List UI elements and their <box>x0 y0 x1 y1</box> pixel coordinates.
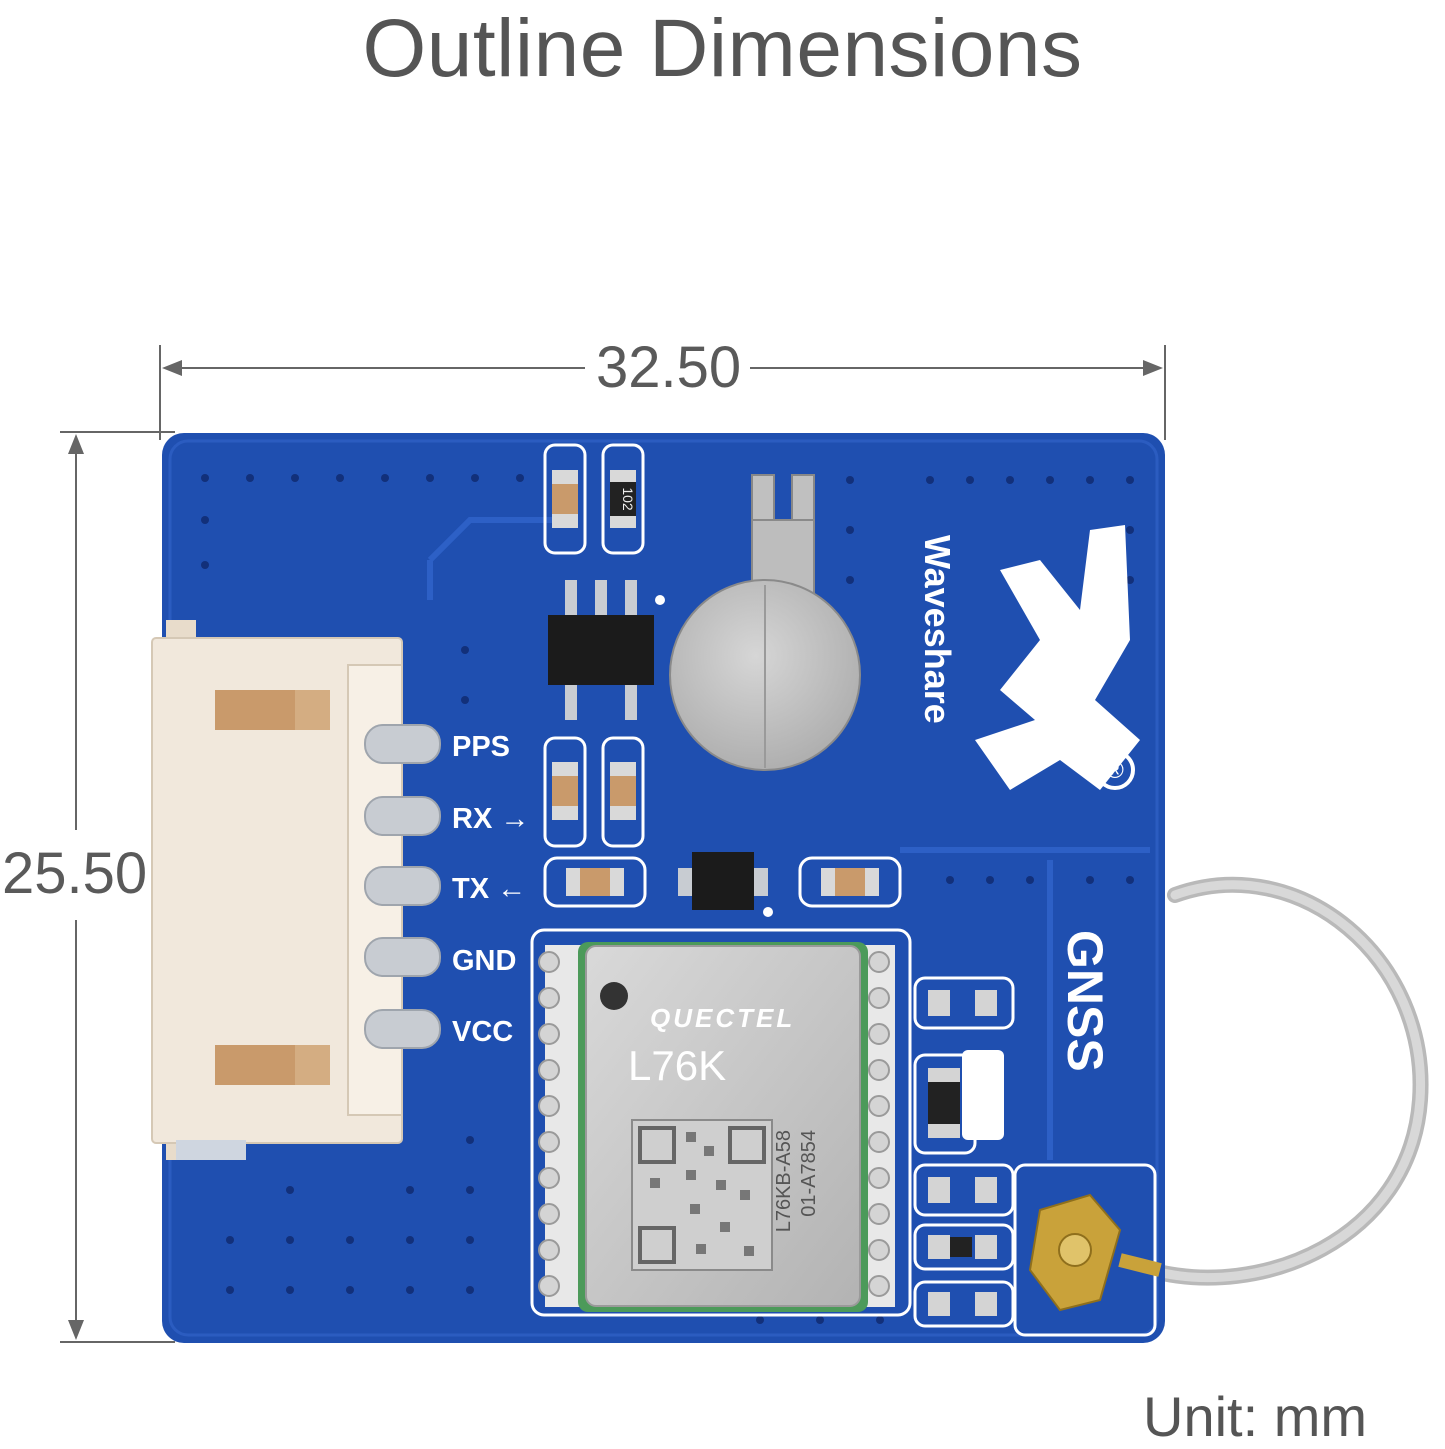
pin-label-tx: TX ← <box>452 873 526 905</box>
module-code-1: L76KB-A58 <box>773 1130 795 1232</box>
smd-resistor-top: 102 <box>601 443 645 555</box>
height-dimension-label: 25.50 <box>2 841 148 906</box>
width-dimension <box>159 345 1166 440</box>
backup-battery <box>669 474 861 771</box>
pin-label-gnd: GND <box>452 945 516 977</box>
ufl-connector <box>1013 1163 1162 1337</box>
smd-capacitor-top-left <box>543 443 587 555</box>
smd-capacitor-mid-1 <box>543 736 587 848</box>
waveshare-logo: ® <box>975 525 1140 790</box>
gnss-module <box>530 928 912 1317</box>
unit-label: Unit: mm <box>1143 1385 1367 1448</box>
pin-label-pps: PPS <box>452 731 510 763</box>
pin-label-vcc: VCC <box>452 1016 513 1048</box>
module-model: L76K <box>628 1042 726 1089</box>
smd-capacitor-horizontal-1 <box>543 856 647 908</box>
qr-code <box>631 1119 773 1271</box>
resistor-code: 102 <box>620 487 636 511</box>
module-code-2: 01-A7854 <box>798 1130 820 1217</box>
via-dots <box>201 474 1134 1324</box>
gnss-label: GNSS <box>1057 930 1113 1072</box>
width-dimension-label: 32.50 <box>596 335 742 400</box>
registered-mark: ® <box>1106 757 1124 784</box>
diode <box>678 852 773 917</box>
module-brand: QUECTEL <box>650 1003 795 1033</box>
antenna-cable <box>1142 876 1429 1286</box>
smd-capacitor-mid-2 <box>601 736 645 848</box>
brand-label: Waveshare <box>917 535 958 724</box>
smd-capacitor-horizontal-2 <box>798 856 902 908</box>
height-dimension <box>60 431 175 1343</box>
connector-pins <box>364 724 441 1049</box>
pin-label-rx: RX → <box>452 803 529 835</box>
right-smd-parts <box>913 976 1015 1328</box>
sot-ic <box>548 580 665 720</box>
diagram-title: Outline Dimensions <box>362 3 1083 94</box>
